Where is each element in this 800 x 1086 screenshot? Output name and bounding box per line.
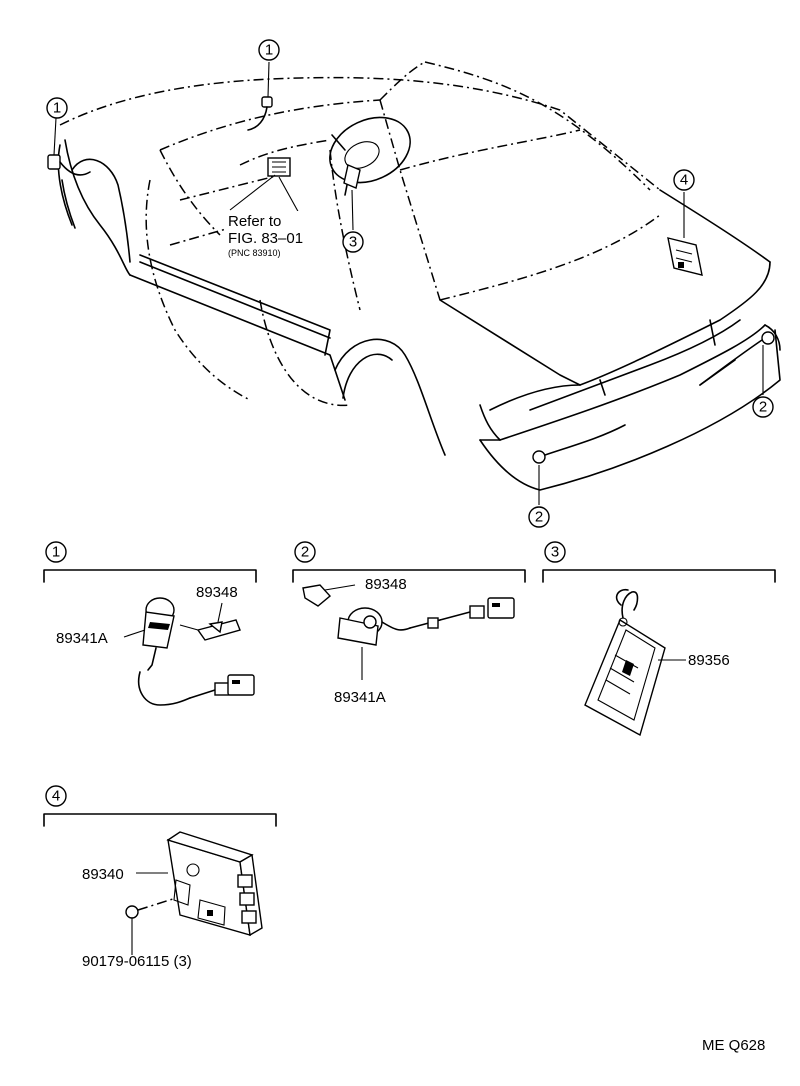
part-89341a-label-1: 89341A	[56, 630, 108, 647]
sensor-bracket-2	[302, 584, 356, 607]
svg-text:2: 2	[535, 509, 543, 526]
theft-warning-computer	[166, 831, 263, 937]
detection-sensor-1	[138, 597, 255, 706]
part-89356-label: 89356	[688, 652, 730, 669]
installed-label-tag	[343, 164, 361, 189]
nut	[125, 897, 177, 919]
section-1: 1 89348 89341A	[43, 541, 257, 706]
installed-sensors-rear	[532, 331, 775, 464]
callout-car-3: 3	[342, 231, 364, 253]
part-89348-label-1: 89348	[196, 584, 238, 601]
reference-line-1: Refer to	[228, 213, 281, 230]
svg-text:1: 1	[53, 100, 61, 117]
steering-wheel	[329, 116, 411, 196]
reference-line-3: (PNC 83910)	[228, 248, 281, 258]
svg-text:1: 1	[265, 42, 273, 59]
section-3: 3 89356	[542, 541, 776, 737]
svg-text:4: 4	[680, 172, 688, 189]
installed-sensor-top	[247, 96, 273, 131]
section-3-number: 3	[551, 544, 559, 561]
callout-car-2b: 2	[528, 506, 550, 528]
svg-text:3: 3	[349, 234, 357, 251]
reference-note: Refer to FIG. 83–01 (PNC 83910)	[224, 211, 324, 261]
sensor-bracket-1	[179, 619, 241, 641]
detection-sensor-2	[337, 597, 515, 646]
section-2: 2 89348 89341A	[292, 541, 526, 706]
diagram-code: ME Q628	[702, 1037, 765, 1054]
section-4: 4 89340 90179-06115 (3)	[43, 785, 277, 970]
callout-car-4: 4	[673, 169, 695, 191]
callout-car-2a: 2	[752, 396, 774, 418]
callout-car-1a: 1	[46, 97, 68, 119]
part-90179-06115-label: 90179-06115 (3)	[82, 953, 192, 970]
caution-label-card	[584, 588, 666, 737]
section-4-number: 4	[52, 788, 60, 805]
car-leader-lines	[53, 61, 764, 505]
section-2-number: 2	[301, 544, 309, 561]
svg-text:2: 2	[759, 399, 767, 416]
part-89341a-label-2: 89341A	[334, 689, 386, 706]
part-89348-label-2: 89348	[365, 576, 407, 593]
reference-line-2: FIG. 83–01	[228, 230, 303, 247]
part-89340-label: 89340	[82, 866, 124, 883]
section-1-number: 1	[52, 544, 60, 561]
car-outline	[57, 61, 781, 491]
callout-car-1b: 1	[258, 39, 280, 61]
installed-relay-box	[267, 157, 291, 177]
installed-computer	[667, 237, 703, 276]
